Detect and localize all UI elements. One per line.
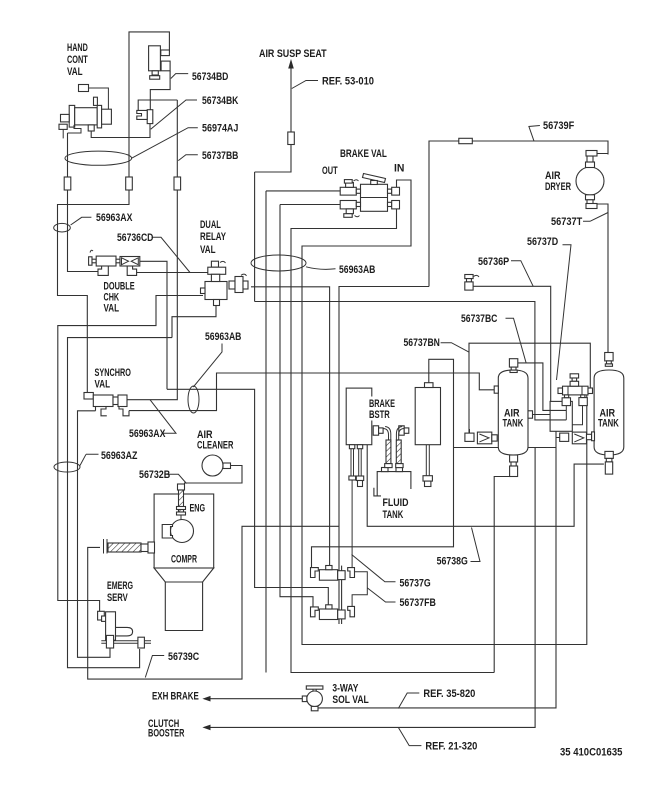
svg-text:SOL VAL: SOL VAL: [332, 694, 369, 706]
svg-text:BOOSTER: BOOSTER: [148, 728, 184, 740]
svg-text:56963AB: 56963AB: [205, 331, 241, 343]
svg-text:VAL: VAL: [67, 66, 83, 78]
svg-text:56737T: 56737T: [551, 216, 582, 228]
svg-text:35 410C01635: 35 410C01635: [560, 747, 622, 759]
svg-text:56737BB: 56737BB: [202, 150, 238, 162]
svg-text:SERV: SERV: [107, 592, 128, 604]
svg-text:BSTR: BSTR: [369, 409, 390, 421]
svg-text:DRYER: DRYER: [545, 181, 571, 193]
svg-text:56737FB: 56737FB: [400, 597, 436, 609]
svg-text:56737BC: 56737BC: [461, 313, 497, 325]
svg-text:56739F: 56739F: [543, 120, 574, 132]
svg-text:IN: IN: [394, 163, 404, 175]
svg-text:56963AX: 56963AX: [129, 428, 166, 440]
svg-text:COMPR: COMPR: [171, 554, 197, 566]
svg-text:TANK: TANK: [383, 509, 404, 521]
svg-text:CLUTCH: CLUTCH: [148, 718, 179, 730]
svg-text:56738G: 56738G: [437, 556, 468, 568]
svg-text:ENG: ENG: [190, 503, 206, 515]
svg-text:VAL: VAL: [104, 303, 120, 315]
svg-text:CLEANER: CLEANER: [197, 440, 233, 452]
svg-text:TANK: TANK: [598, 418, 619, 430]
svg-text:56974AJ: 56974AJ: [202, 123, 238, 135]
svg-text:3-WAY: 3-WAY: [332, 683, 359, 695]
svg-text:CHK: CHK: [104, 292, 120, 304]
svg-text:EXH BRAKE: EXH BRAKE: [152, 691, 199, 703]
svg-text:AIR SUSP SEAT: AIR SUSP SEAT: [259, 48, 327, 60]
svg-text:BRAKE: BRAKE: [369, 398, 395, 410]
svg-text:REF. 35-820: REF. 35-820: [423, 688, 475, 700]
svg-text:BRAKE VAL: BRAKE VAL: [340, 148, 387, 160]
svg-text:56734BK: 56734BK: [202, 95, 238, 107]
svg-text:SYNCHRO: SYNCHRO: [95, 367, 132, 379]
svg-text:56737BN: 56737BN: [404, 337, 440, 349]
svg-text:56737D: 56737D: [527, 236, 558, 248]
svg-text:TANK: TANK: [503, 418, 524, 430]
svg-text:AIR: AIR: [545, 170, 561, 182]
svg-text:EMERG: EMERG: [107, 580, 133, 592]
svg-text:56739C: 56739C: [168, 651, 199, 663]
svg-text:56963AX: 56963AX: [96, 212, 133, 224]
svg-text:AIR: AIR: [600, 408, 616, 420]
svg-text:REF. 53-010: REF. 53-010: [322, 76, 374, 88]
svg-text:56736P: 56736P: [478, 256, 509, 268]
svg-text:OUT: OUT: [322, 165, 338, 177]
svg-text:VAL: VAL: [95, 379, 111, 391]
svg-text:56734BD: 56734BD: [192, 71, 228, 83]
svg-text:RELAY: RELAY: [200, 231, 226, 243]
svg-text:HAND: HAND: [67, 42, 88, 54]
svg-text:AIR: AIR: [504, 408, 520, 420]
svg-text:CONT: CONT: [67, 54, 88, 66]
svg-text:56736CD: 56736CD: [117, 232, 153, 244]
svg-text:56963AZ: 56963AZ: [101, 450, 138, 462]
svg-text:56732B: 56732B: [139, 469, 170, 481]
svg-text:DUAL: DUAL: [200, 219, 221, 231]
svg-text:56963AB: 56963AB: [339, 264, 375, 276]
svg-text:AIR: AIR: [197, 429, 213, 441]
svg-text:FLUID: FLUID: [383, 497, 409, 509]
svg-text:REF. 21-320: REF. 21-320: [425, 741, 477, 753]
svg-text:DOUBLE: DOUBLE: [104, 281, 135, 293]
svg-text:56737G: 56737G: [400, 578, 431, 590]
svg-text:VAL: VAL: [200, 244, 216, 256]
